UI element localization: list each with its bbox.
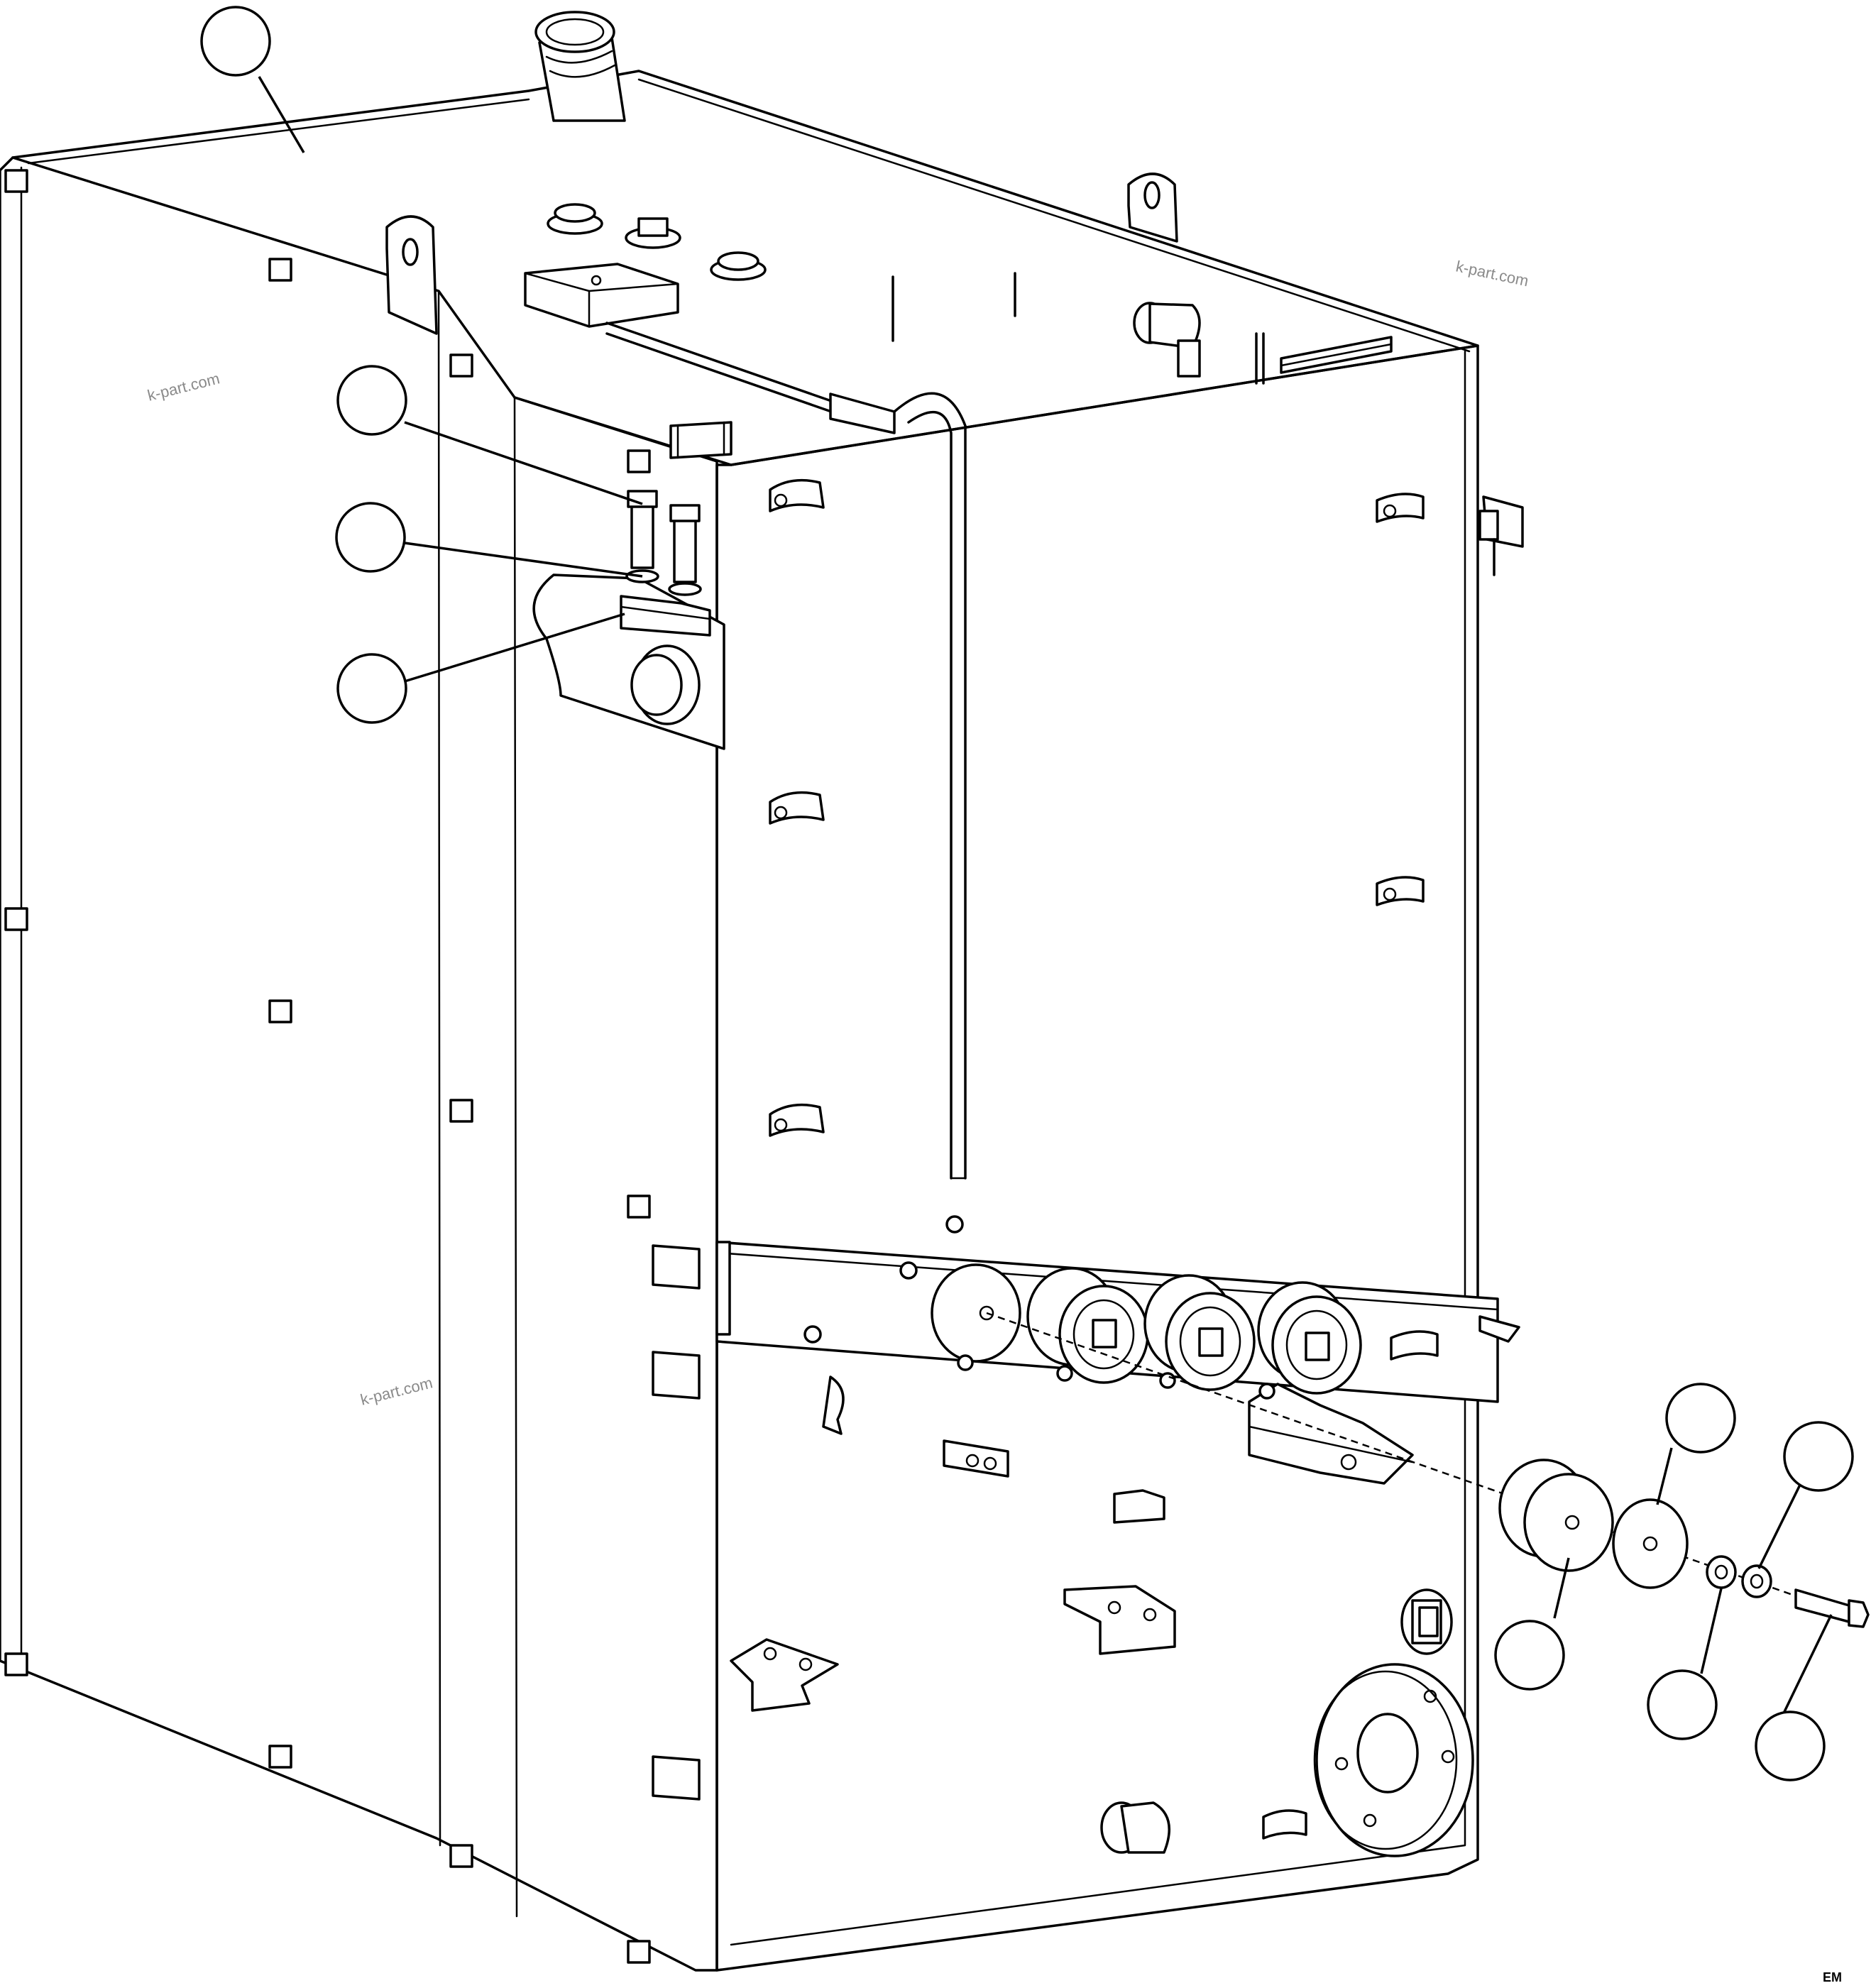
lower-brackets (730, 1383, 1414, 1712)
callout-top-left (200, 6, 271, 77)
callouts (200, 6, 1854, 1781)
callout-washer (335, 502, 406, 573)
pipe-clamps (769, 478, 1439, 1840)
exploded-parts (986, 1312, 1870, 1628)
damper-mounts (803, 1215, 1520, 1400)
filler-neck (534, 11, 626, 122)
watermark-middle: k-part.com (358, 1373, 434, 1408)
tank-front-face (715, 344, 1479, 1972)
tank-body (0, 70, 1499, 1972)
callout-bolt (336, 365, 407, 436)
figure-code: EM (1823, 1970, 1842, 1984)
front-top-channel (669, 421, 733, 459)
terminal-block (943, 1439, 1009, 1478)
callout-lock-washer (1647, 1669, 1718, 1740)
top-caps (524, 203, 767, 328)
callout-large-washer (1665, 1383, 1736, 1454)
side-bracket-assembly (532, 490, 725, 750)
tank-left-panel (0, 156, 718, 1972)
sight-glass (1400, 1588, 1453, 1655)
callout-bracket (336, 653, 407, 724)
top-channel-bracket (1280, 336, 1393, 374)
top-pipe (605, 272, 1265, 1180)
right-side-fitting (1478, 495, 1524, 576)
panel-clips (4, 169, 651, 1964)
lifting-eye-right (1127, 172, 1178, 243)
callout-small-washer (1783, 1421, 1854, 1492)
callout-hex-bolt (1755, 1710, 1826, 1781)
lifting-eye-left (385, 215, 438, 335)
lower-elbow-fitting (1100, 1801, 1170, 1854)
watermark-left: k-part.com (146, 369, 221, 404)
callout-mount-block (1494, 1620, 1565, 1691)
inspection-cover (1313, 1663, 1474, 1857)
watermark-top-right: k-part.com (1454, 257, 1530, 290)
elbow-fitting (1133, 302, 1201, 378)
side-mount-blocks (652, 1244, 701, 1801)
